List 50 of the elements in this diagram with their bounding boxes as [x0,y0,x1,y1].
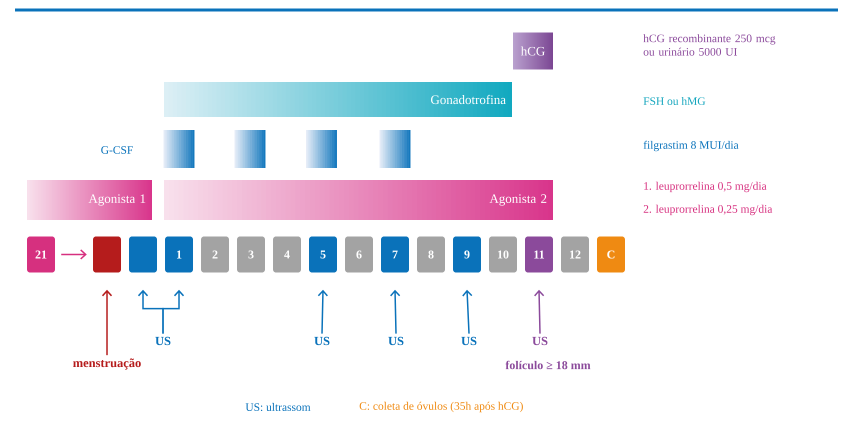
day-box: C [597,236,625,272]
arrow [390,290,400,334]
label: 1. leuprorrelina 0,5 mg/dia [644,182,766,192]
day-box: 12 [561,236,589,272]
arrow [534,290,544,334]
arrow [318,290,328,334]
dose-box [234,130,266,168]
arrow [61,249,87,260]
label: US: ultrassom [246,402,310,412]
marker-text: US [461,336,476,346]
marker-text: US [314,336,330,346]
day-box: 10 [489,236,517,272]
agonist-bar: Agonista 1 [27,180,152,220]
label: G-CSF [101,146,133,154]
day-box: 2 [201,236,229,272]
day-box: 4 [273,236,301,272]
note-text: folículo ≥ 18 mm [505,360,590,370]
dose-box [164,130,194,168]
node-label: Agonista 2 [490,194,546,206]
day-box: 21 [27,236,55,272]
hcg-bar: hCG [513,32,553,70]
arrow [162,290,184,334]
dose-box [380,130,410,168]
arrow [462,290,472,334]
day-box: 3 [237,236,265,272]
dose-box [306,130,337,168]
day-box: 11 [525,236,553,272]
node-label: Gonadotrofina [431,94,506,104]
day-box: 5 [309,236,337,272]
day-box: 6 [345,236,373,272]
node-label: hCG [520,46,545,56]
day-box: 8 [417,236,445,272]
label: hCG recombinante 250 mcg ou urinário 5000 UI [643,34,776,56]
marker-text: US [388,336,404,346]
label: 2. leuprorrelina 0,25 mg/dia [644,204,772,216]
gonadotropin-bar: Gonadotrofina [164,82,512,117]
day-box: 1 [165,236,193,272]
day-box: 9 [453,236,481,272]
agonist-bar: Agonista 2 [164,180,553,220]
node-label: Agonista 1 [88,194,146,206]
day-box: 7 [381,236,409,272]
label: FSH ou hMG [644,96,706,106]
marker-box [93,236,121,272]
label: filgrastim 8 MUI/dia [644,140,738,152]
marker-text: US [155,336,170,346]
marker-box [129,236,157,272]
marker-text: US [532,336,548,346]
marker-text: menstruação [73,358,141,370]
label: C: coleta de óvulos (35h após hCG) [360,402,523,412]
arrow [102,290,112,356]
